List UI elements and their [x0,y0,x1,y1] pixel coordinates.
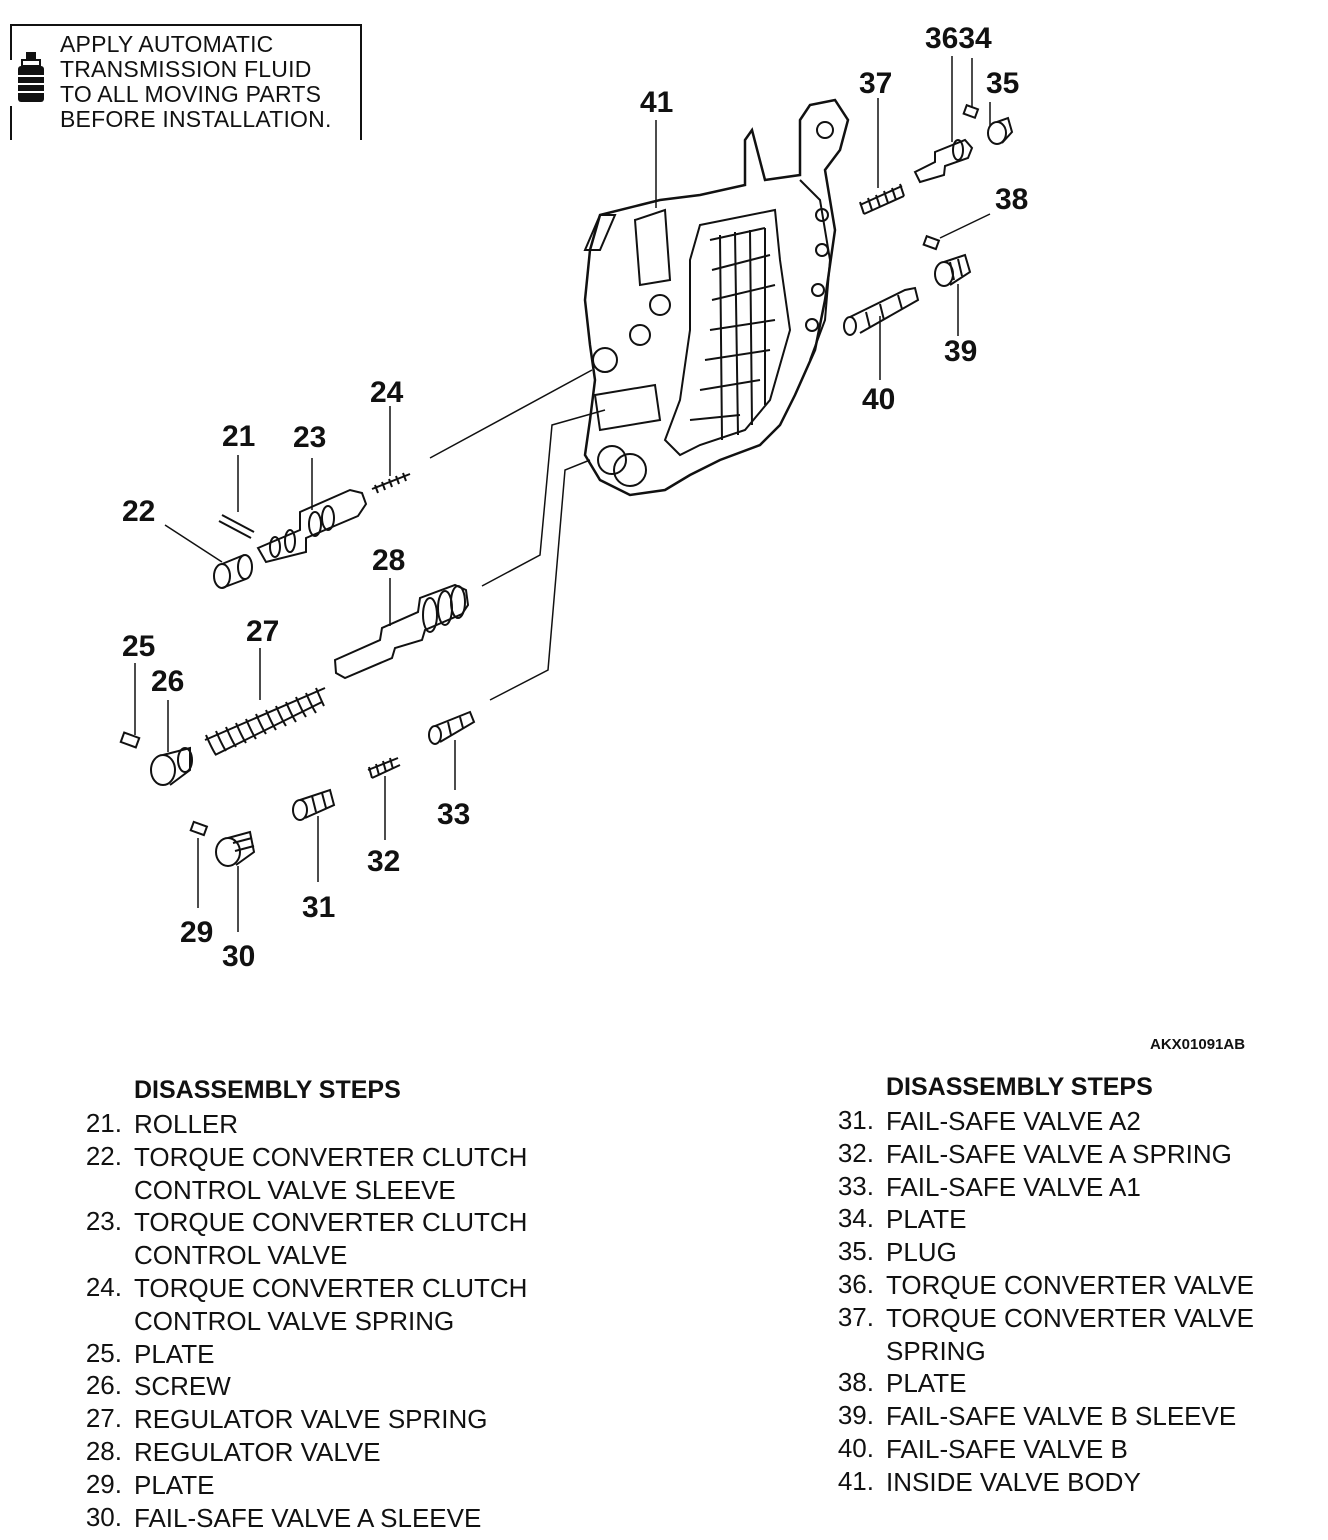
fluid-bottle-icon [18,52,44,102]
sleeve-22 [213,554,253,589]
spring-32 [367,757,401,779]
spring-37 [859,183,905,215]
valve-23 [256,488,368,564]
callout-28: 28 [372,544,405,577]
step-label: INSIDE VALVE BODY [886,1466,1141,1497]
callout-33: 33 [437,798,470,831]
callout-30: 30 [222,940,255,973]
inside-valve-body [583,98,850,497]
step-number: 36. [837,1269,874,1299]
step-label: TORQUE CONVERTER CLUTCH CONTROL VALVE SL… [134,1141,528,1205]
step-number: 23. [85,1206,122,1237]
valve-36 [913,138,974,184]
spring-27 [204,687,326,756]
callout-38: 38 [995,183,1028,216]
note-text: APPLY AUTOMATIC TRANSMISSION FLUID TO AL… [60,31,332,132]
step-number: 35. [837,1236,874,1267]
plate-25 [119,731,141,749]
step-number: 39. [837,1400,874,1431]
step-number: 41. [837,1465,874,1496]
step-number: 26. [85,1370,122,1401]
callout-3634: 3634 [925,22,992,55]
sleeve-39 [934,253,972,287]
callout-25: 25 [122,630,155,663]
step-label: PLATE [886,1204,967,1235]
step-label: FAIL-SAFE VALVE B [886,1434,1128,1464]
callout-31: 31 [302,891,335,924]
step-number: 28. [85,1436,122,1466]
note-box [10,24,362,140]
screw-26 [150,746,193,786]
step-label: PLATE [134,1338,215,1369]
step-label: ROLLER [134,1109,239,1139]
valve-33 [428,710,476,745]
step-number: 38. [837,1367,874,1398]
step-number: 21. [85,1108,122,1138]
step-label: FAIL-SAFE VALVE A1 [886,1171,1141,1202]
spring-24 [371,472,411,494]
roller-21 [218,514,255,539]
step-label: TORQUE CONVERTER VALVE SPRING [886,1302,1254,1366]
step-number: 31. [837,1105,874,1135]
step-number: 24. [85,1272,122,1302]
step-number: 32. [837,1137,874,1168]
step-label: TORQUE CONVERTER CLUTCH CONTROL VALVE [134,1207,528,1271]
plate-34 [962,103,980,120]
step-label: PLATE [134,1469,215,1500]
step-number: 27. [85,1403,122,1434]
callout-23: 23 [293,421,326,454]
left-steps-title: DISASSEMBLY STEPS [134,1076,401,1104]
callout-27: 27 [246,615,279,648]
valve-40 [843,286,920,336]
step-number: 30. [85,1501,122,1532]
right-steps-title: DISASSEMBLY STEPS [886,1073,1153,1101]
callout-26: 26 [151,665,184,698]
callout-22: 22 [122,495,155,528]
step-label: PLUG [886,1237,957,1268]
callout-21: 21 [222,420,255,453]
figure-code: AKX01091AB [1150,1036,1246,1053]
callout-37: 37 [859,67,892,100]
step-label: REGULATOR VALVE SPRING [134,1404,488,1435]
step-label: REGULATOR VALVE [134,1437,381,1467]
step-number: 33. [837,1170,874,1201]
step-label: SCREW [134,1371,231,1402]
step-label: FAIL-SAFE VALVE B SLEEVE [886,1401,1237,1432]
plate-29 [189,820,209,837]
valve-31 [292,788,336,821]
callout-41: 41 [640,86,673,119]
callout-35: 35 [986,67,1019,100]
step-number: 29. [85,1468,122,1499]
plate-38 [922,234,941,251]
callout-40: 40 [862,383,895,416]
exploded-view-diagram: 21 22 23 24 25 26 27 28 29 30 31 32 33 3… [119,22,1028,973]
step-label: FAIL-SAFE VALVE A SPRING [886,1138,1232,1169]
callout-29: 29 [180,916,213,949]
callout-32: 32 [367,845,400,878]
regulator-valve-28 [333,583,470,680]
callout-39: 39 [944,335,977,368]
step-number: 37. [837,1301,874,1332]
step-number: 22. [85,1140,122,1171]
step-number: 40. [837,1433,874,1463]
plug-35 [987,116,1014,145]
step-label: FAIL-SAFE VALVE A2 [886,1106,1141,1136]
step-label: PLATE [886,1368,967,1399]
step-label: TORQUE CONVERTER VALVE [886,1270,1254,1300]
step-number: 25. [85,1337,122,1368]
callout-24: 24 [370,376,404,409]
step-label: FAIL-SAFE VALVE A SLEEVE [134,1502,482,1533]
sleeve-30 [215,830,256,867]
step-number: 34. [837,1203,874,1234]
step-label: TORQUE CONVERTER CLUTCH CONTROL VALVE SP… [134,1273,528,1336]
